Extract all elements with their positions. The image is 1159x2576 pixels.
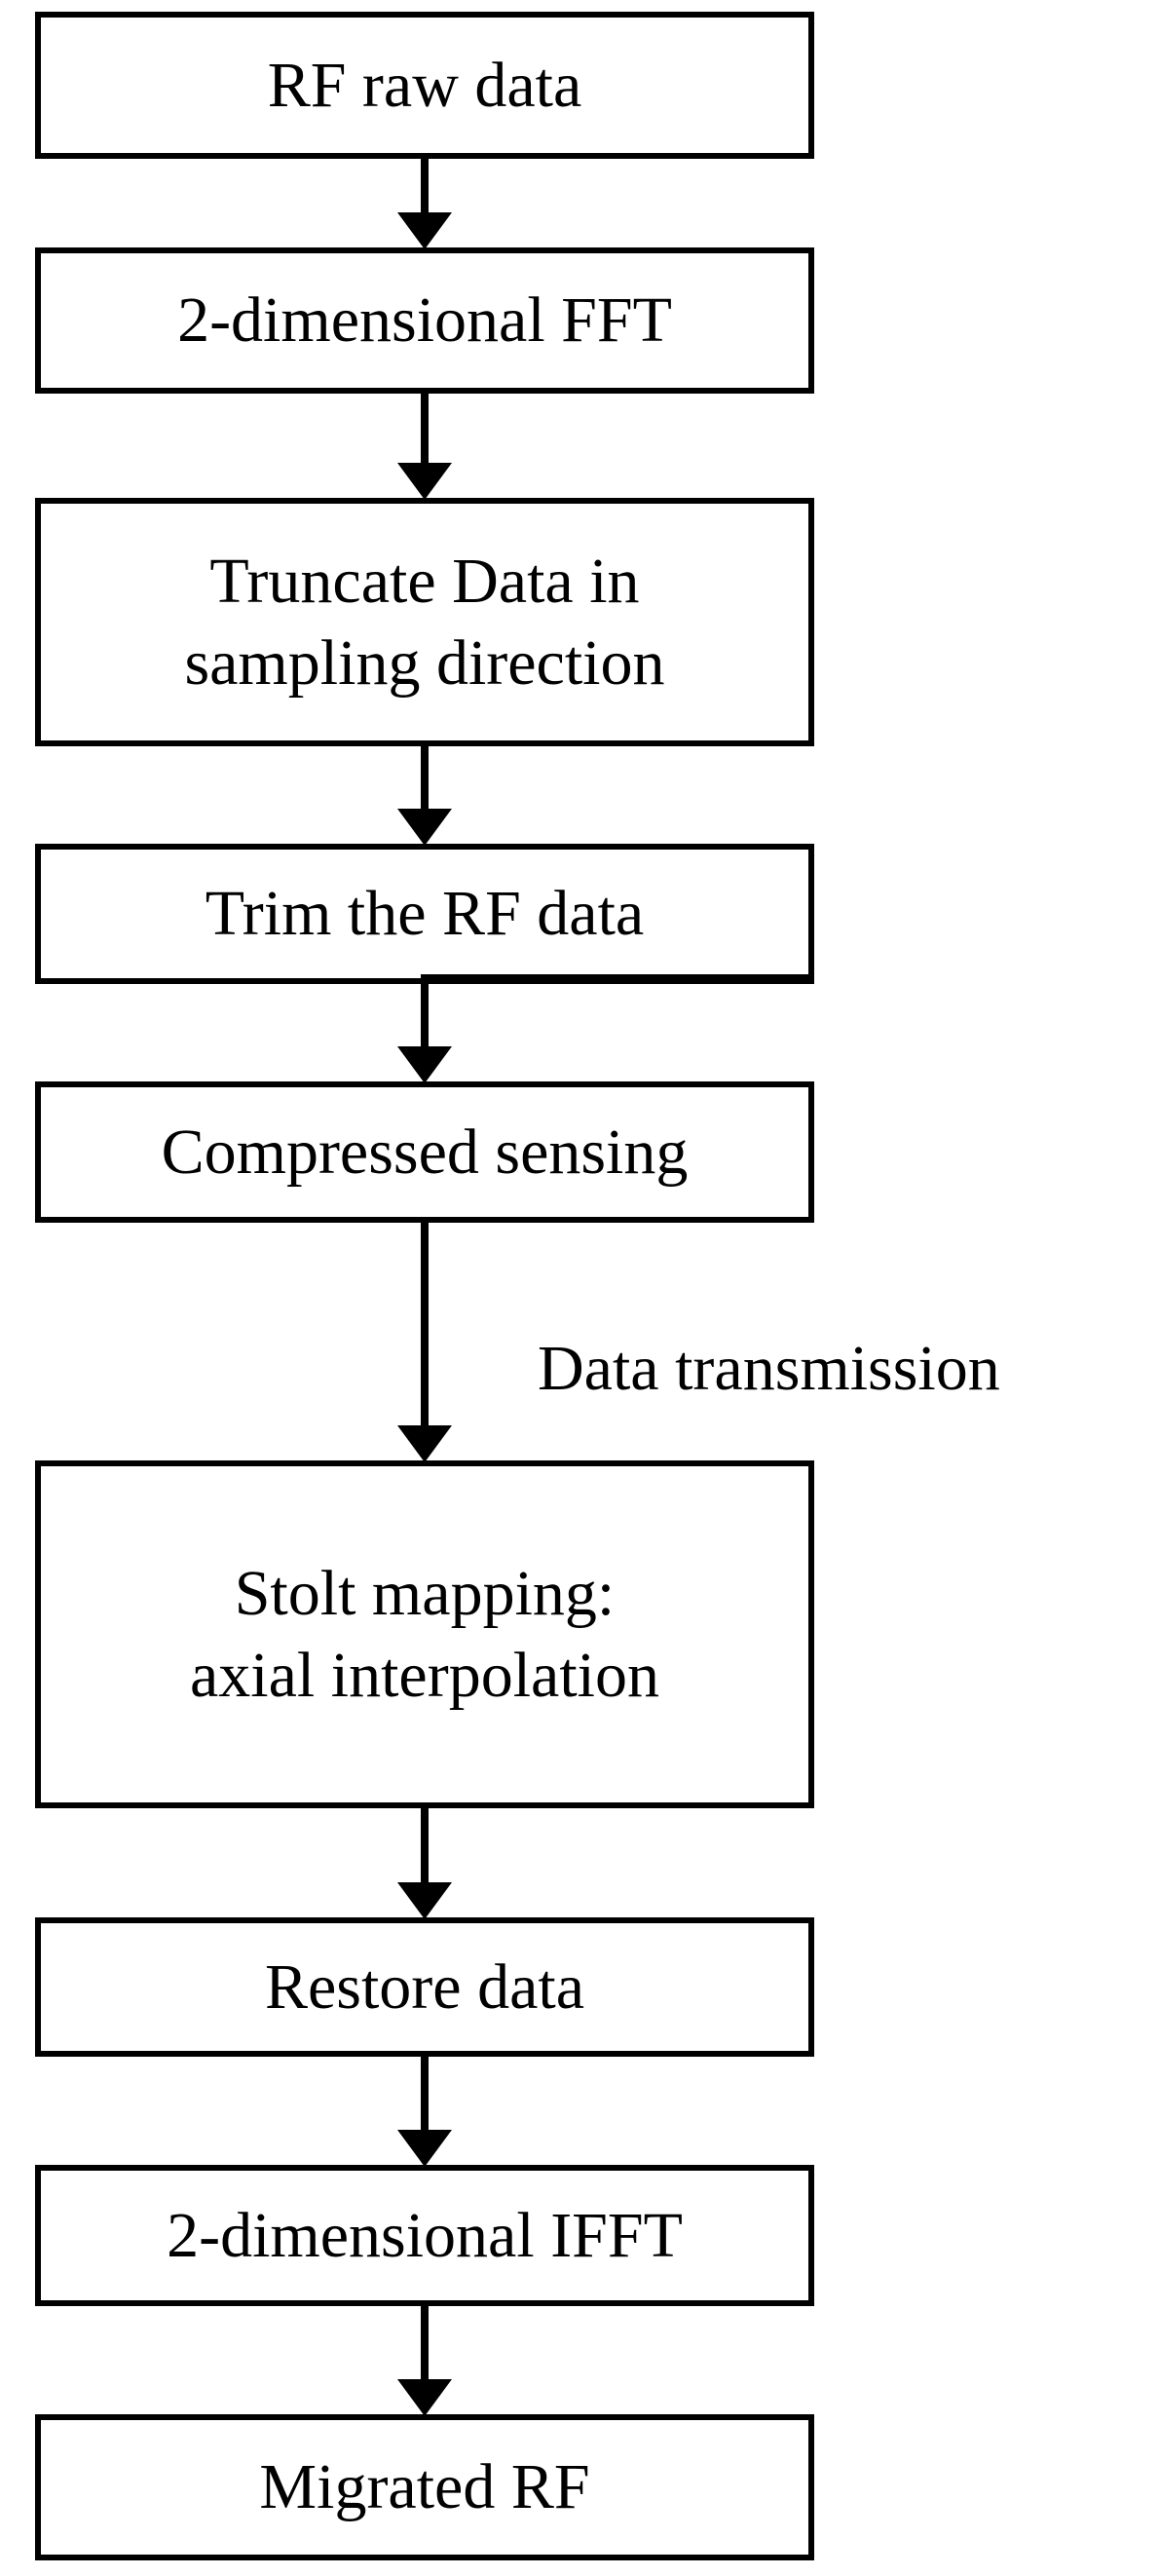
node-migrated-rf: Migrated RF [35,2414,814,2560]
arrowhead-3 [397,809,452,846]
arrowhead-8 [397,2379,452,2416]
arrowhead-7 [397,2130,452,2167]
arrowhead-2 [397,463,452,500]
node-truncate-data: Truncate Data in sampling direction [35,498,814,746]
node-2d-fft: 2-dimensional FFT [35,247,814,394]
edge-label-data-transmission: Data transmission [538,1333,1000,1404]
edge-arrow-4 [421,974,814,1048]
node-rf-raw-data: RF raw data [35,12,814,159]
arrowhead-1 [397,212,452,249]
node-restore-data: Restore data [35,1917,814,2057]
arrowhead-4 [397,1046,452,1083]
node-compressed-sensing: Compressed sensing [35,1081,814,1223]
node-trim-rf-data: Trim the RF data [35,844,814,984]
arrowhead-5 [397,1425,452,1462]
node-2d-ifft: 2-dimensional IFFT [35,2165,814,2306]
node-stolt-mapping: Stolt mapping: axial interpolation [35,1460,814,1808]
arrowhead-6 [397,1882,452,1919]
